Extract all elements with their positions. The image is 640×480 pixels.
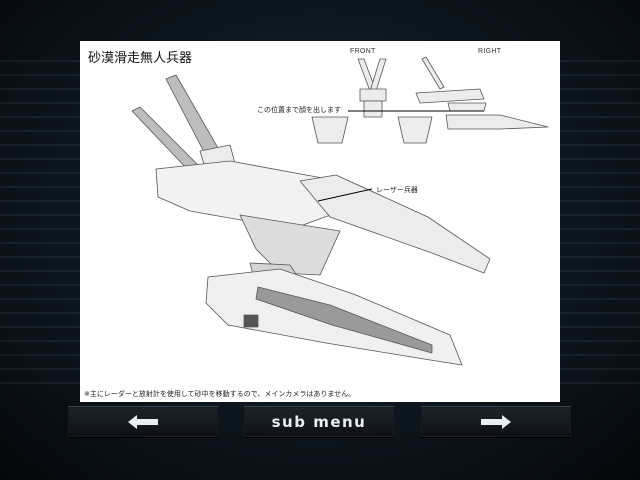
left-arrow-icon xyxy=(128,415,158,429)
next-button[interactable] xyxy=(421,406,571,438)
right-arrow-icon xyxy=(481,415,511,429)
front-view-label: FRONT xyxy=(350,48,376,55)
main-view-sketch xyxy=(131,74,491,366)
artwork-title: 砂漠滑走無人兵器 xyxy=(88,51,193,66)
mech-drawing xyxy=(131,56,549,366)
previous-button[interactable] xyxy=(68,406,218,438)
artwork-panel: 砂漠滑走無人兵器 FRONT RIGHT この位置まで顔を出します レーザー兵器… xyxy=(80,41,560,402)
callout-face-position: この位置まで顔を出します xyxy=(257,106,341,114)
background-panel-left xyxy=(0,60,80,390)
sub-menu-label: sub menu xyxy=(271,413,367,431)
right-view-label: RIGHT xyxy=(478,48,502,55)
callout-laser-weapon: レーザー兵器 xyxy=(376,186,418,194)
right-view-sketch xyxy=(415,56,549,130)
background-panel-right xyxy=(560,60,640,390)
sub-menu-button[interactable]: sub menu xyxy=(244,406,394,438)
artwork-footnote: ※主にレーダーと放射計を使用して砂中を移動するので、メインカメラはありません。 xyxy=(84,390,356,398)
front-view-sketch xyxy=(311,58,433,144)
